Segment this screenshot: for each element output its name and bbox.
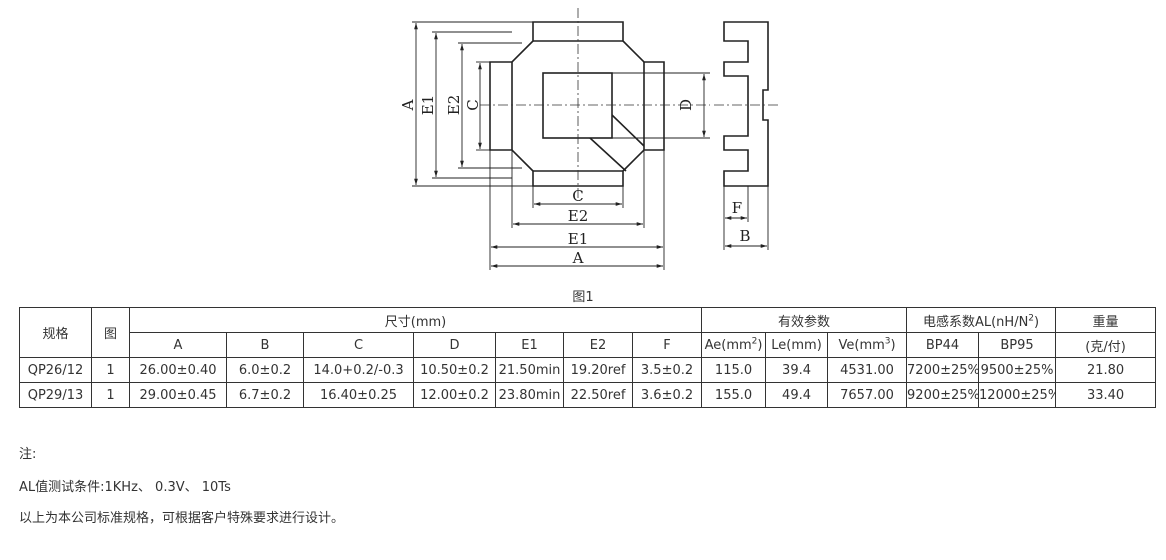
spec-table: 规格 图 尺寸(mm) 有效参数 电感系数AL(nH/N2) 重量 A B C … [19,307,1157,408]
side-outline [723,21,769,187]
cell-B: 6.7±0.2 [226,382,304,408]
cell-D: 12.00±0.2 [413,382,496,408]
cell-BP44: 7200±25% [906,357,980,383]
cell-Ve: 4531.00 [827,357,908,383]
sub-E2: E2 [563,332,633,358]
sub-A: A [129,332,227,358]
label-E1-vertical: E1 [419,95,437,116]
cell-E1: 23.80min [495,382,564,408]
cell-weight: 33.40 [1055,382,1157,408]
cell-BP95: 9500±25% [978,357,1057,383]
core-drawing-svg: A E1 E2 C D C E2 E1 A F B [399,8,780,270]
cell-E2: 19.20ref [563,357,633,383]
cell-spec: QP26/12 [19,357,92,383]
label-E2-vertical: E2 [445,95,463,116]
cell-fig: 1 [91,357,130,383]
top-view [489,21,665,187]
horizontal-dimensions [489,150,665,270]
cell-F: 3.6±0.2 [631,382,703,408]
sub-F: F [631,332,703,358]
header-row-1: 规格 图 尺寸(mm) 有效参数 电感系数AL(nH/N2) 重量 [19,307,1157,358]
label-E2-horizontal: E2 [568,207,589,225]
table-row: QP26/12 1 26.00±0.40 6.0±0.2 14.0+0.2/-0… [19,357,1157,383]
header-size: 尺寸(mm) [128,307,703,333]
label-C-horizontal: C [572,187,583,205]
sub-E1: E1 [495,332,564,358]
header-row-2: A B C D E1 E2 F Ae(mm2) Le(mm) Ve(mm3) B… [20,332,1157,358]
core-drawing: A E1 E2 C D C E2 E1 A F B [399,8,780,270]
sub-C: C [303,332,414,358]
side-dimensions [723,186,769,250]
cell-Ae: 115.0 [701,357,767,383]
sub-Ae: Ae(mm2) [701,332,767,358]
header-spec: 规格 [19,307,92,358]
label-A-horizontal: A [572,249,584,267]
cell-C: 14.0+0.2/-0.3 [303,357,414,383]
cell-Ve: 7657.00 [827,382,908,408]
header-figure: 图 [91,307,130,358]
center-lines [480,8,710,200]
sub-Le: Le(mm) [765,332,829,358]
label-C-vertical: C [464,99,482,110]
diagonal-slot [589,114,645,172]
cell-A: 29.00±0.45 [129,382,227,408]
cell-weight: 21.80 [1055,357,1157,383]
header-al: 电感系数AL(nH/N2) [906,307,1057,333]
cell-E1: 21.50min [495,357,564,383]
notes-title: 注: [19,447,37,462]
sub-D: D [413,332,496,358]
table-row: QP29/13 1 29.00±0.45 6.7±0.2 16.40±0.25 … [19,382,1157,408]
cell-BP95: 12000±25% [978,382,1057,408]
label-B: B [739,227,750,245]
sub-BP95: BP95 [978,332,1057,358]
cell-fig: 1 [91,382,130,408]
cell-Ae: 155.0 [701,382,767,408]
cell-A: 26.00±0.40 [129,357,227,383]
side-view [723,21,769,187]
cell-Le: 39.4 [765,357,829,383]
label-E1-horizontal: E1 [568,230,589,248]
sub-BP44: BP44 [906,332,980,358]
cell-E2: 22.50ref [563,382,633,408]
sub-B: B [226,332,304,358]
cell-D: 10.50±0.2 [413,357,496,383]
center-post [542,72,613,139]
figure-caption: 图1 [572,290,594,305]
label-A-vertical: A [399,99,417,111]
cell-C: 16.40±0.25 [303,382,414,408]
dimension-labels: A E1 E2 C D C E2 E1 A F B [399,95,751,267]
notes-disclaimer: 以上为本公司标准规格，可根据客户特殊要求进行设计。 [19,511,345,526]
sub-Ve: Ve(mm3) [827,332,908,358]
cell-B: 6.0±0.2 [226,357,304,383]
cell-spec: QP29/13 [19,382,92,408]
cell-Le: 49.4 [765,382,829,408]
label-F: F [732,199,742,217]
header-effective: 有效参数 [701,307,908,333]
label-D-vertical: D [677,99,695,111]
vertical-dimensions [412,21,710,187]
notes-test-condition: AL值测试条件:1KHz、 0.3V、 10Ts [19,480,231,495]
sub-unit: (克/付) [1055,332,1157,358]
header-weight: 重量 [1055,307,1157,333]
core-outline [489,21,665,187]
cell-F: 3.5±0.2 [631,357,703,383]
cell-BP44: 9200±25% [906,382,980,408]
